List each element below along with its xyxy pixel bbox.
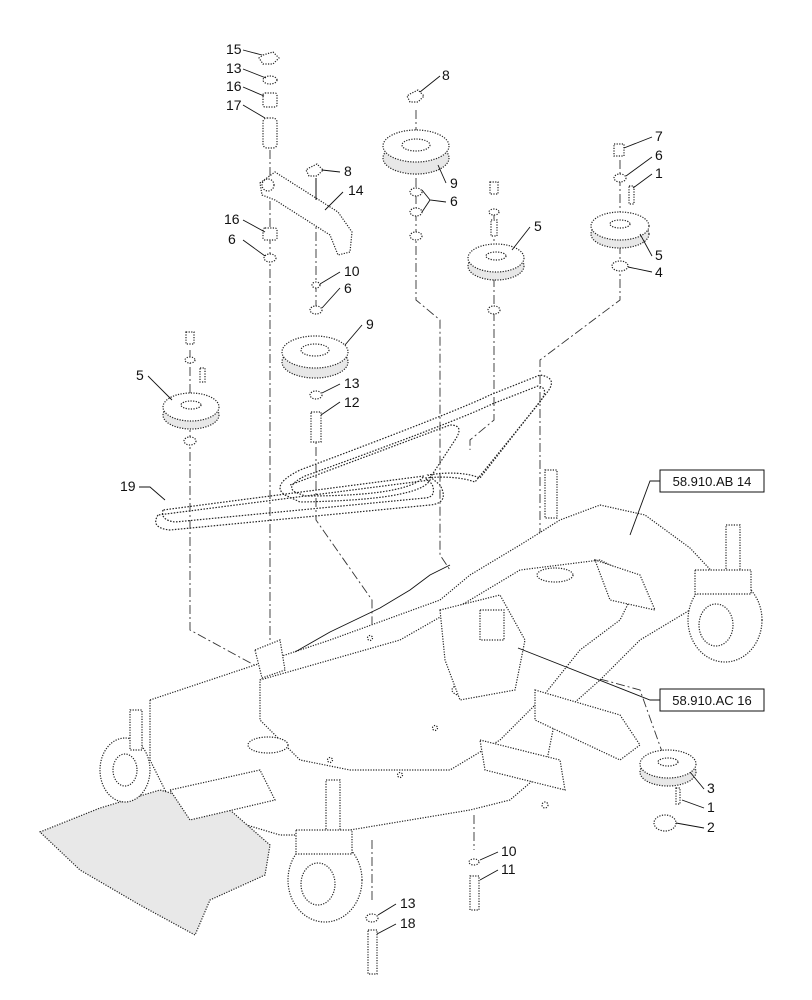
callout-9: 9 xyxy=(366,316,374,332)
callout-17: 17 xyxy=(226,97,242,113)
left-spindle-stack xyxy=(162,331,220,446)
callout-6: 6 xyxy=(344,280,352,296)
lower-right-pulley-stack xyxy=(639,749,697,832)
callout-16: 16 xyxy=(224,211,240,227)
callout-8: 8 xyxy=(344,163,352,179)
mower-deck xyxy=(38,469,763,936)
callout-6: 6 xyxy=(450,193,458,209)
reference-box-ab[interactable]: 58.910.AB 14 xyxy=(659,469,765,493)
reference-box-ac[interactable]: 58.910.AC 16 xyxy=(659,688,765,712)
callout-15: 15 xyxy=(226,41,242,57)
callout-5: 5 xyxy=(534,218,542,234)
callout-6: 6 xyxy=(228,231,236,247)
callout-3: 3 xyxy=(707,780,715,796)
callout-16: 16 xyxy=(226,78,242,94)
callout-11: 11 xyxy=(501,861,516,877)
callout-2: 2 xyxy=(707,819,715,835)
callout-1: 1 xyxy=(707,799,715,815)
callout-10: 10 xyxy=(501,843,517,859)
callout-13: 13 xyxy=(400,895,416,911)
callout-19: 19 xyxy=(120,478,136,494)
callout-13: 13 xyxy=(226,60,242,76)
callout-5: 5 xyxy=(136,367,144,383)
right-spindle-stack xyxy=(590,143,650,272)
callout-numbers: 15 13 16 17 8 14 16 6 10 6 9 13 12 8 9 6… xyxy=(120,41,715,931)
callout-4: 4 xyxy=(655,264,663,280)
callout-14: 14 xyxy=(348,182,364,198)
idler-arm-stack xyxy=(258,51,353,443)
callout-8: 8 xyxy=(442,67,450,83)
callout-5: 5 xyxy=(655,247,663,263)
right-center-spindle xyxy=(467,181,525,315)
callout-7: 7 xyxy=(655,128,663,144)
reference-ab-label[interactable]: 58.910.AB 14 xyxy=(673,474,752,489)
leader-lines xyxy=(139,49,705,935)
callout-12: 12 xyxy=(344,394,360,410)
callout-13: 13 xyxy=(344,375,360,391)
callout-1: 1 xyxy=(655,165,663,181)
callout-9: 9 xyxy=(450,175,458,191)
callout-6: 6 xyxy=(655,147,663,163)
reference-ac-label[interactable]: 58.910.AC 16 xyxy=(672,693,752,708)
callout-18: 18 xyxy=(400,915,416,931)
belt-19 xyxy=(155,374,552,531)
callout-10: 10 xyxy=(344,263,360,279)
bottom-fasteners xyxy=(365,858,480,975)
